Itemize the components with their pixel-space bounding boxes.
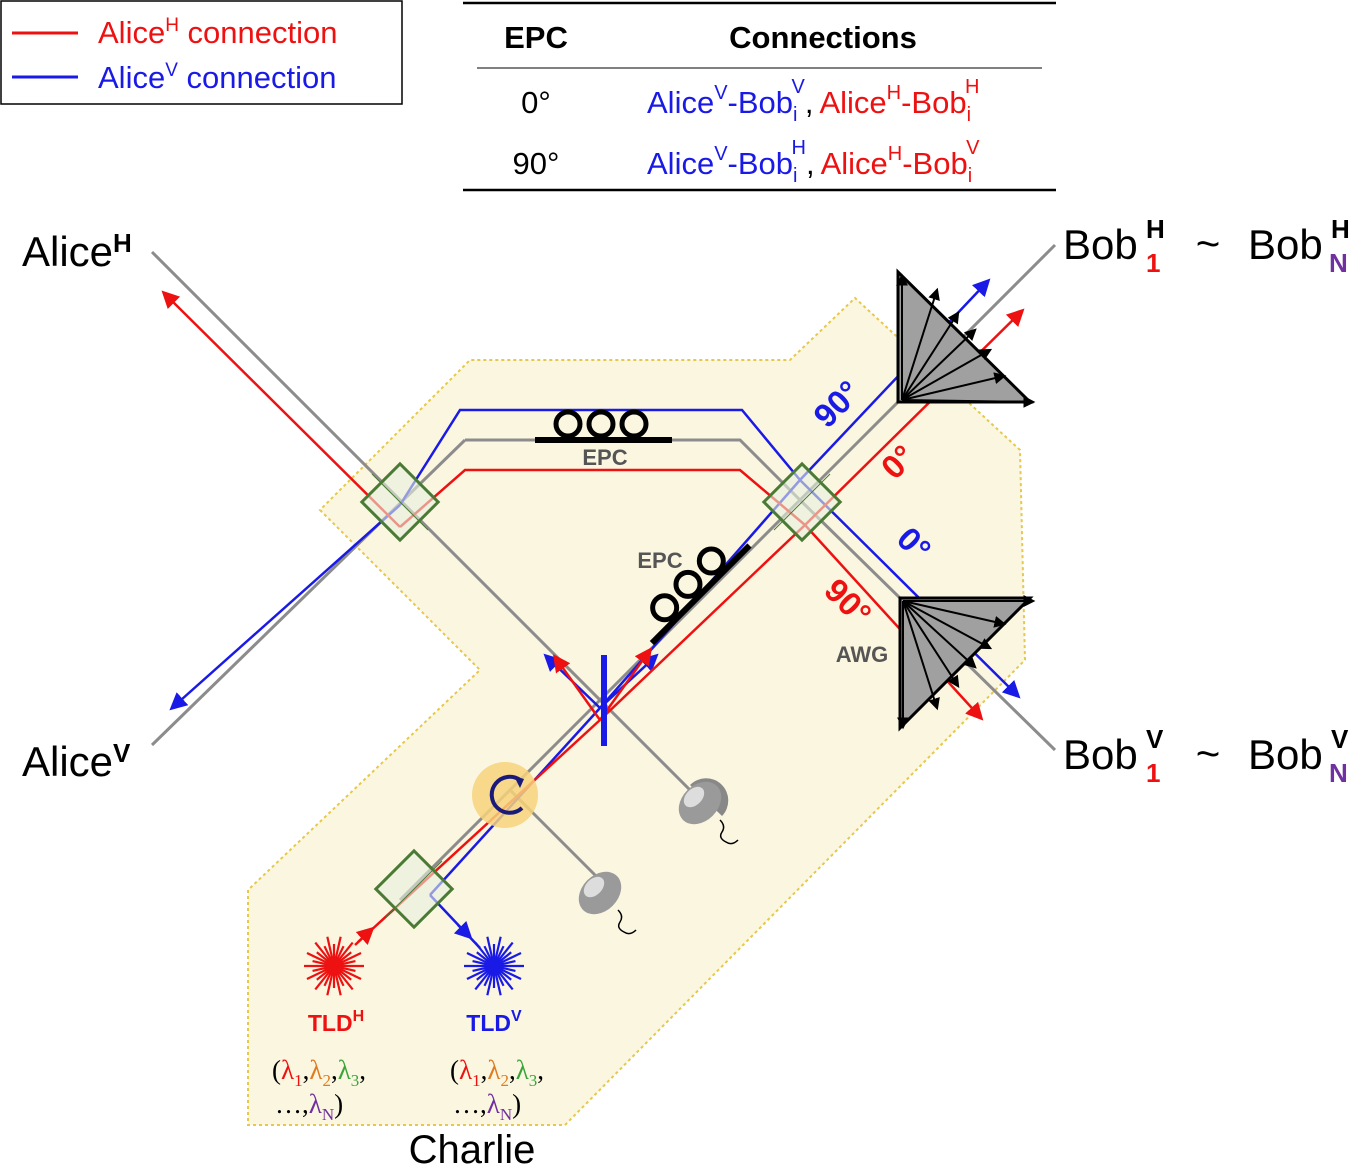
- table-head-connections: Connections: [729, 20, 917, 55]
- svg-text:V: V: [1331, 724, 1349, 754]
- circulator: [472, 762, 538, 828]
- svg-text:Bob: Bob: [1248, 731, 1323, 778]
- table-row-connections: AliceV-BobiV,AliceH-BobiH: [647, 76, 980, 126]
- svg-text:~: ~: [1196, 220, 1221, 267]
- tld-v-label: TLDV: [466, 1008, 522, 1036]
- table-head-epc: EPC: [504, 20, 568, 55]
- svg-text:(λ1,λ2,λ3,: (λ1,λ2,λ3,: [450, 1055, 544, 1090]
- bob-h-label: Bob H 1 ~ Bob H N: [1063, 214, 1350, 278]
- svg-text:(λ1,λ2,λ3,: (λ1,λ2,λ3,: [272, 1055, 366, 1090]
- beam-splitter-right: [761, 461, 843, 543]
- connection-table: EPC Connections 0° AliceV-BobiV,AliceH-B…: [463, 1, 1056, 192]
- charlie-label: Charlie: [409, 1128, 536, 1168]
- table-row-epc: 0°: [521, 85, 551, 120]
- beam-splitter-bottom: [373, 848, 455, 930]
- table-row-epc: 90°: [513, 146, 560, 181]
- awg-lower: [897, 595, 1036, 732]
- bob-v-label: Bob V 1 ~ Bob V N: [1063, 724, 1349, 788]
- legend: AliceH connection AliceV connection: [0, 0, 403, 105]
- detector-lower: [578, 871, 637, 935]
- svg-text:…,λN): …,λN): [275, 1089, 343, 1124]
- svg-text:1: 1: [1146, 758, 1160, 788]
- laser-red-icon: [304, 936, 364, 996]
- wavelength-list-h: (λ1,λ2,λ3, …,λN): [272, 1055, 366, 1124]
- svg-text:Bob: Bob: [1248, 221, 1323, 268]
- beam-splitter-left: [359, 461, 441, 543]
- detector-upper: [678, 778, 739, 845]
- wavelength-list-v: (λ1,λ2,λ3, …,λN): [450, 1055, 544, 1124]
- legend-h-label: AliceH connection: [98, 15, 338, 50]
- epc-middle: [649, 543, 752, 646]
- awg-upper: [896, 268, 1036, 408]
- awg-label: AWG: [836, 642, 889, 667]
- svg-text:N: N: [1329, 758, 1348, 788]
- laser-blue-icon: [464, 936, 524, 996]
- alice-v-label: AliceV: [22, 738, 131, 785]
- epc-top: [535, 409, 672, 443]
- epc-middle-label: EPC: [637, 548, 682, 573]
- alice-h-label: AliceH: [22, 228, 132, 275]
- svg-text:V: V: [1146, 724, 1164, 754]
- legend-v-label: AliceV connection: [98, 60, 336, 95]
- epc-top-label: EPC: [582, 445, 627, 470]
- svg-text:N: N: [1329, 248, 1348, 278]
- svg-text:Bob: Bob: [1063, 221, 1138, 268]
- svg-text:1: 1: [1146, 248, 1160, 278]
- table-row-connections: AliceV-BobiH,AliceH-BobiV: [647, 137, 980, 187]
- svg-text:…,λN): …,λN): [453, 1089, 521, 1124]
- svg-text:Bob: Bob: [1063, 731, 1138, 778]
- svg-text:~: ~: [1196, 730, 1221, 777]
- svg-text:H: H: [1331, 214, 1350, 244]
- tld-h-label: TLDH: [308, 1008, 364, 1036]
- svg-text:H: H: [1146, 214, 1165, 244]
